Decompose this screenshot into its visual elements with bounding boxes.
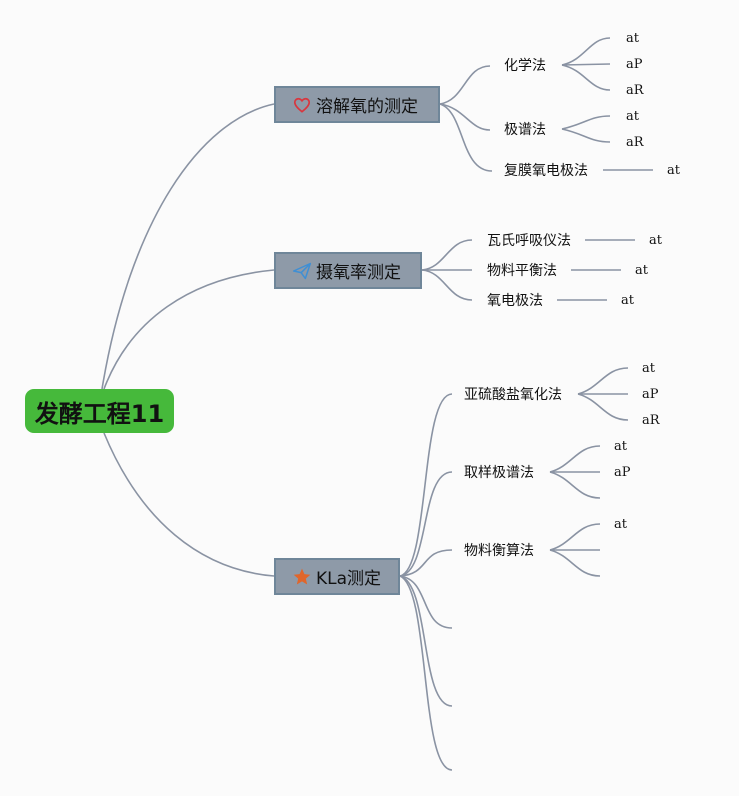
link-root-branch2 [103, 269, 275, 390]
link-b3-c1-l1 [577, 367, 629, 395]
link-b3-c1-l3 [577, 393, 629, 421]
heart-icon [292, 95, 312, 115]
leaf-node[interactable]: aR [626, 135, 644, 150]
link-b1-c2-l2 [561, 128, 611, 143]
child-node[interactable]: 氧电极法 [487, 293, 543, 309]
branch-label: KLa测定 [316, 569, 382, 589]
link-b1-c1 [439, 65, 491, 105]
link-b3-c2-l3 [549, 471, 601, 499]
leaf-node[interactable]: at [626, 31, 639, 46]
leaf-node[interactable]: at [614, 517, 627, 532]
leaf-node[interactable]: at [649, 233, 662, 248]
link-b2-c3 [421, 269, 473, 301]
link-b1-c1-l1 [561, 37, 611, 66]
link-root-branch3 [103, 432, 275, 577]
leaf-node[interactable]: aP [642, 387, 659, 402]
child-node[interactable]: 取样极谱法 [464, 465, 534, 481]
link-b1-c3 [439, 103, 493, 172]
link-b1-c2-l1 [561, 115, 611, 130]
link-b3-c2 [399, 471, 453, 577]
child-node[interactable]: 极谱法 [504, 122, 546, 138]
link-root-branch1 [101, 103, 275, 390]
leaf-node[interactable]: aP [614, 465, 631, 480]
root-node[interactable]: 发酵工程11 [25, 389, 174, 433]
branch-label: 摄氧率测定 [316, 263, 401, 283]
link-b3-c5 [399, 575, 453, 707]
link-b1-c1-l2 [561, 63, 611, 66]
root-label: 发酵工程11 [34, 399, 165, 428]
paper-plane-icon [292, 261, 312, 281]
link-b3-c3 [399, 549, 453, 577]
leaf-node[interactable]: aR [626, 83, 644, 98]
leaf-node[interactable]: aP [626, 57, 643, 72]
link-b3-c6 [399, 575, 453, 771]
leaf-node[interactable]: at [635, 263, 648, 278]
link-b1-c1-l3 [561, 64, 611, 91]
child-node[interactable]: 复膜氧电极法 [504, 163, 588, 179]
link-b2-c1 [421, 239, 473, 271]
star-icon [292, 567, 312, 587]
branch-label: 溶解氧的测定 [316, 97, 418, 117]
link-b3-c2-l1 [549, 445, 601, 473]
link-b3-c4 [399, 575, 453, 629]
branch-oxygen-uptake[interactable]: 摄氧率测定 [274, 252, 422, 289]
child-node[interactable]: 物料平衡法 [487, 263, 557, 279]
branch-kla[interactable]: KLa测定 [274, 558, 400, 595]
link-b3-c1 [399, 393, 453, 577]
leaf-node[interactable]: aR [642, 413, 660, 428]
leaf-node[interactable]: at [621, 293, 634, 308]
child-node[interactable]: 物料衡算法 [464, 543, 534, 559]
leaf-node[interactable]: at [614, 439, 627, 454]
leaf-node[interactable]: at [642, 361, 655, 376]
link-b3-c3-l1 [549, 523, 601, 551]
leaf-node[interactable]: at [626, 109, 639, 124]
leaf-node[interactable]: at [667, 163, 680, 178]
child-node[interactable]: 亚硫酸盐氧化法 [464, 387, 562, 403]
link-b3-c3-l3 [549, 549, 601, 577]
child-node[interactable]: 瓦氏呼吸仪法 [487, 233, 571, 249]
branch-dissolved-oxygen[interactable]: 溶解氧的测定 [274, 86, 440, 123]
child-node[interactable]: 化学法 [504, 58, 546, 74]
link-b1-c2 [439, 103, 491, 131]
